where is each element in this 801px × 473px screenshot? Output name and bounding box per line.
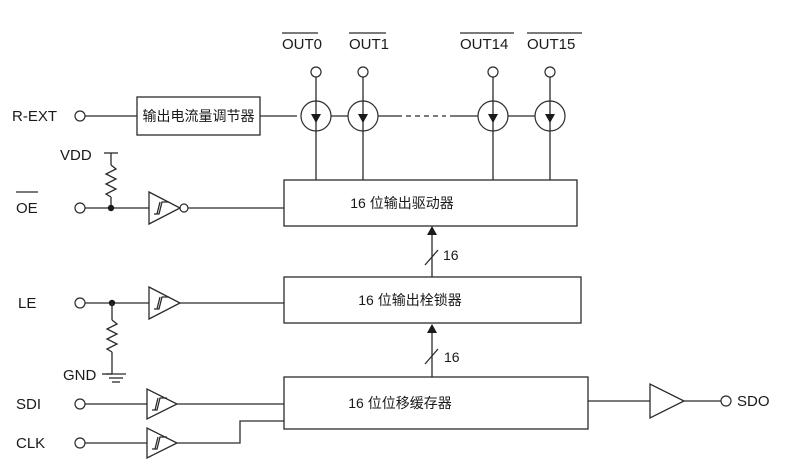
- rext-label: R-EXT: [12, 108, 57, 125]
- clk-schmitt-buffer: [146, 426, 179, 460]
- rext-pin-circle: [74, 110, 86, 122]
- current-source-out0: [300, 100, 332, 132]
- output-pin-out15: OUT15: [527, 32, 582, 101]
- vdd-label: VDD: [60, 147, 92, 164]
- latch-bus-arrow: [427, 324, 437, 333]
- output-latch-label: 16 位输出栓锁器: [358, 292, 461, 308]
- oe-junction-dot: [107, 204, 115, 212]
- sdo-output-buffer: [649, 382, 686, 420]
- out0-pin-circle: [310, 66, 322, 78]
- le-pin-circle: [74, 297, 86, 309]
- oe-label: OE: [16, 200, 38, 217]
- output-driver-block: [283, 179, 578, 227]
- current-source-out1: [347, 100, 379, 132]
- output-pin-out1: OUT1: [349, 32, 389, 101]
- current-regulator-label: 输出电流量调节器: [143, 108, 255, 124]
- vdd-pullup-resistor: [104, 164, 118, 198]
- out15-pin-circle: [544, 66, 556, 78]
- ground-symbol: [106, 373, 126, 383]
- out14-pin-circle: [487, 66, 499, 78]
- clk-to-register-wire: [177, 420, 284, 444]
- sdi-label: SDI: [16, 396, 41, 413]
- output-driver-label: 16 位输出驱动器: [350, 195, 453, 211]
- output-pin-out0: OUT0: [282, 32, 322, 101]
- out14-label: OUT14: [460, 36, 508, 53]
- current-source-out14: [477, 100, 509, 132]
- le-label: LE: [18, 295, 36, 312]
- out1-label: OUT1: [349, 36, 389, 53]
- sdi-pin-circle: [74, 398, 86, 410]
- sdi-schmitt-buffer: [146, 387, 179, 421]
- latch-bus-width: 16: [444, 349, 460, 365]
- oe-schmitt-inverter: [148, 190, 189, 226]
- latch-bus-slash: [424, 348, 439, 365]
- clk-pin-circle: [74, 437, 86, 449]
- le-schmitt-buffer: [148, 285, 182, 321]
- shift-register-label: 16 位位移缓存器: [348, 395, 451, 411]
- output-pin-out14: OUT14: [460, 32, 514, 101]
- out1-pin-circle: [357, 66, 369, 78]
- clk-label: CLK: [16, 435, 45, 452]
- sdo-pin-circle: [720, 395, 732, 407]
- out15-label: OUT15: [527, 36, 575, 53]
- le-pulldown-resistor: [105, 319, 119, 353]
- driver-bus-arrow: [427, 226, 437, 235]
- current-source-out15: [534, 100, 566, 132]
- out0-label: OUT0: [282, 36, 322, 53]
- output-latch-block: [283, 276, 582, 324]
- driver-bus-width: 16: [443, 247, 459, 263]
- gnd-label: GND: [63, 367, 97, 384]
- driver-bus-slash: [424, 249, 439, 266]
- shift-register-block: [283, 376, 589, 430]
- sdo-label: SDO: [737, 393, 770, 410]
- oe-pin-circle: [74, 202, 86, 214]
